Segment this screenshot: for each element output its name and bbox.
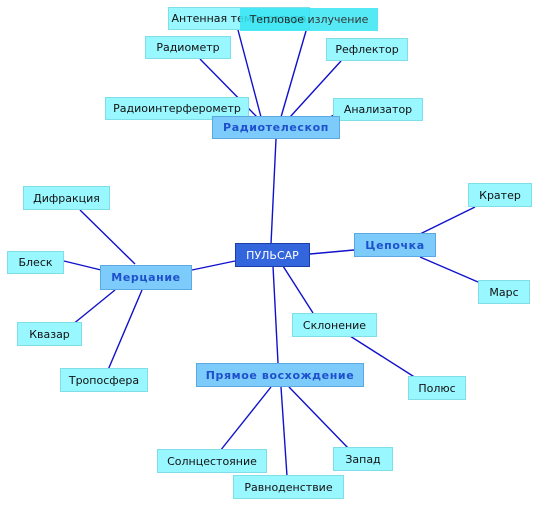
node-thermal-radiation[interactable]: Тепловое излучение (240, 8, 378, 31)
node-glare[interactable]: Блеск (7, 251, 64, 274)
node-declination[interactable]: Склонение (292, 313, 377, 337)
line-scintillation-quasar (71, 289, 116, 326)
node-troposphere[interactable]: Тропосфера (60, 368, 148, 392)
line-radiotelescope-thermal (280, 30, 307, 118)
node-west[interactable]: Запад (333, 447, 393, 471)
line-center-chain (309, 249, 355, 255)
line-center-scintillation (191, 260, 236, 271)
node-reflector[interactable]: Рефлектор (326, 38, 408, 61)
line-chain-mars (419, 256, 479, 283)
line-center-radiotelescope (270, 138, 277, 245)
line-right-ascension-solstice (219, 386, 272, 452)
line-radiotelescope-reflector (289, 60, 342, 118)
line-center-declination (282, 265, 314, 314)
node-chain[interactable]: Цепочка (354, 233, 436, 257)
line-scintillation-troposphere (107, 289, 143, 371)
node-diffraction[interactable]: Дифракция (23, 186, 110, 210)
node-equinox[interactable]: Равноденствие (233, 475, 344, 499)
node-mars[interactable]: Марс (478, 280, 530, 304)
node-radiointerferometer[interactable]: Радиоинтерферометр (105, 97, 249, 120)
node-crater[interactable]: Кратер (468, 183, 532, 207)
node-radiotelescope[interactable]: Радиотелескоп (212, 116, 340, 139)
line-center-right-ascension (272, 265, 279, 364)
line-radiotelescope-antenna (237, 29, 262, 118)
node-analyzer[interactable]: Анализатор (333, 98, 423, 121)
node-quasar[interactable]: Квазар (17, 322, 82, 346)
line-right-ascension-equinox (280, 386, 288, 477)
node-right-ascension[interactable]: Прямое восхождение (196, 363, 364, 387)
line-declination-pole (349, 335, 417, 379)
node-pole[interactable]: Полюс (408, 376, 466, 400)
line-chain-crater (419, 206, 476, 235)
node-scintillation[interactable]: Мерцание (100, 265, 192, 290)
node-radiometer[interactable]: Радиометр (145, 36, 231, 59)
line-right-ascension-west (288, 386, 350, 450)
line-scintillation-glare (63, 260, 102, 271)
node-solstice[interactable]: Солнцестояние (157, 449, 267, 473)
node-pulsar-center[interactable]: ПУЛЬСАР (235, 243, 310, 267)
line-scintillation-diffraction (79, 209, 136, 265)
